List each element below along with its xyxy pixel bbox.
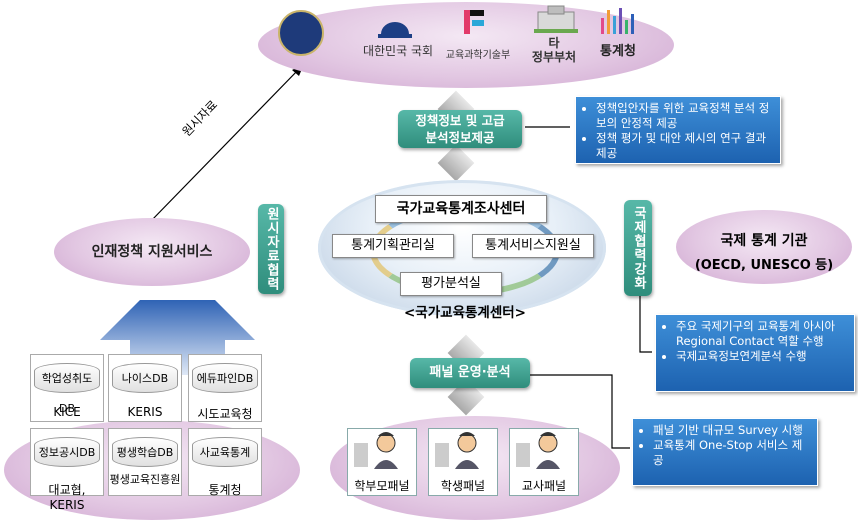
intl-org-line1: 국제 통계 기관 [720,233,808,249]
center-caption: <국가교육통계센터> [404,305,526,321]
panel-connector [530,374,630,449]
db-org: KICE [53,405,81,419]
student-panel-label: 학생패널 [440,479,486,493]
db-cell: 에듀파인DB 시도교육청 [188,354,262,422]
db-cylinder: 에듀파인DB [192,363,258,393]
intl-bullets-box: 주요 국제기구의 교육통계 아시아 Regional Contact 역할 수행… [655,314,855,392]
panel-bullet: 패널 기반 대규모 Survey 시행 [653,423,809,438]
db-cell: 정보공시DB 대교협, KERIS [30,428,104,512]
intl-bullet: 국제교육정보연계분석 수행 [676,349,846,364]
policy-bullet: 정책 평가 및 대안 제시의 연구 결과 제공 [596,131,772,161]
policy-bullets-box: 정책입안자를 위한 교육정책 분석 정보의 안정적 제공 정책 평가 및 대안 … [575,96,781,164]
intl-cooperation-box: 국제협력강화 [624,200,652,296]
parent-panel-card: 학부모패널 [347,428,417,496]
intl-bullet: 주요 국제기구의 교육통계 아시아 Regional Contact 역할 수행 [676,319,846,349]
teacher-panel-label: 교사패널 [521,479,567,493]
intl-org-line2: (OECD, UNESCO 등) [694,258,834,273]
parent-panel-label: 학부모패널 [354,479,410,493]
db-cell: 사교육통계 통계청 [188,428,262,497]
student-panel-card: 학생패널 [428,428,498,496]
government-building-icon [534,5,578,33]
ministry-logo-icon [464,10,484,34]
presidential-seal-icon [278,10,324,56]
db-org: 평생교육진흥원 [109,473,181,486]
panel-bullets-box: 패널 기반 대규모 Survey 시행 교육통계 One-Stop 서비스 제공 [632,418,818,486]
person-icon [435,432,479,469]
policy-info-box: 정책정보 및 고급 분석정보제공 [398,110,522,148]
logo-label-statistics: 통계청 [600,44,636,59]
logo-label-other-ministries: 타 정부부처 [531,36,577,64]
talent-policy-label: 인재정책 지원서비스 [91,244,213,260]
logo-label-ministry: 교육과학기술부 [445,50,511,61]
db-org: 대교협, KERIS [48,483,86,512]
panel-operation-box: 패널 운영·분석 [410,358,530,388]
db-org: 통계청 [208,483,242,497]
room-evaluation: 평가분석실 [400,272,502,296]
teacher-panel-card: 교사패널 [509,428,579,496]
person-icon [354,432,398,469]
db-cylinder: 나이스DB [112,363,178,393]
db-org: KERIS [127,405,163,419]
raw-data-cooperation-box: 원시자료협력 [258,204,284,294]
panel-bullet: 교육통계 One-Stop 서비스 제공 [653,438,809,468]
db-cell: 평생학습DB 평생교육진흥원 [108,428,182,496]
national-assembly-icon [378,22,412,38]
db-cell: 학업성취도DB KICE [30,354,104,422]
intl-org-ellipse [676,210,852,284]
db-cylinder: 평생학습DB [112,437,178,467]
intl-connector [639,294,652,353]
center-title: 국가교육통계조사센터 [375,195,547,223]
db-cell: 나이스DB KERIS [108,354,182,422]
policy-bullet: 정책입안자를 위한 교육정책 분석 정보의 안정적 제공 [596,101,772,131]
statistics-bars-icon [601,8,634,34]
logo-label-assembly: 대한민국 국회 [362,44,434,58]
db-cylinder: 사교육통계 [192,437,258,467]
raw-data-arrow [149,67,301,223]
talent-policy-ellipse [54,218,250,286]
db-org: 시도교육청 [197,407,253,421]
room-service: 통계서비스지원실 [472,234,594,258]
person-icon [516,432,560,469]
db-cylinder: 학업성취도DB [34,363,100,415]
db-cylinder: 정보공시DB [34,437,100,467]
room-planning: 통계기획관리실 [332,234,454,258]
